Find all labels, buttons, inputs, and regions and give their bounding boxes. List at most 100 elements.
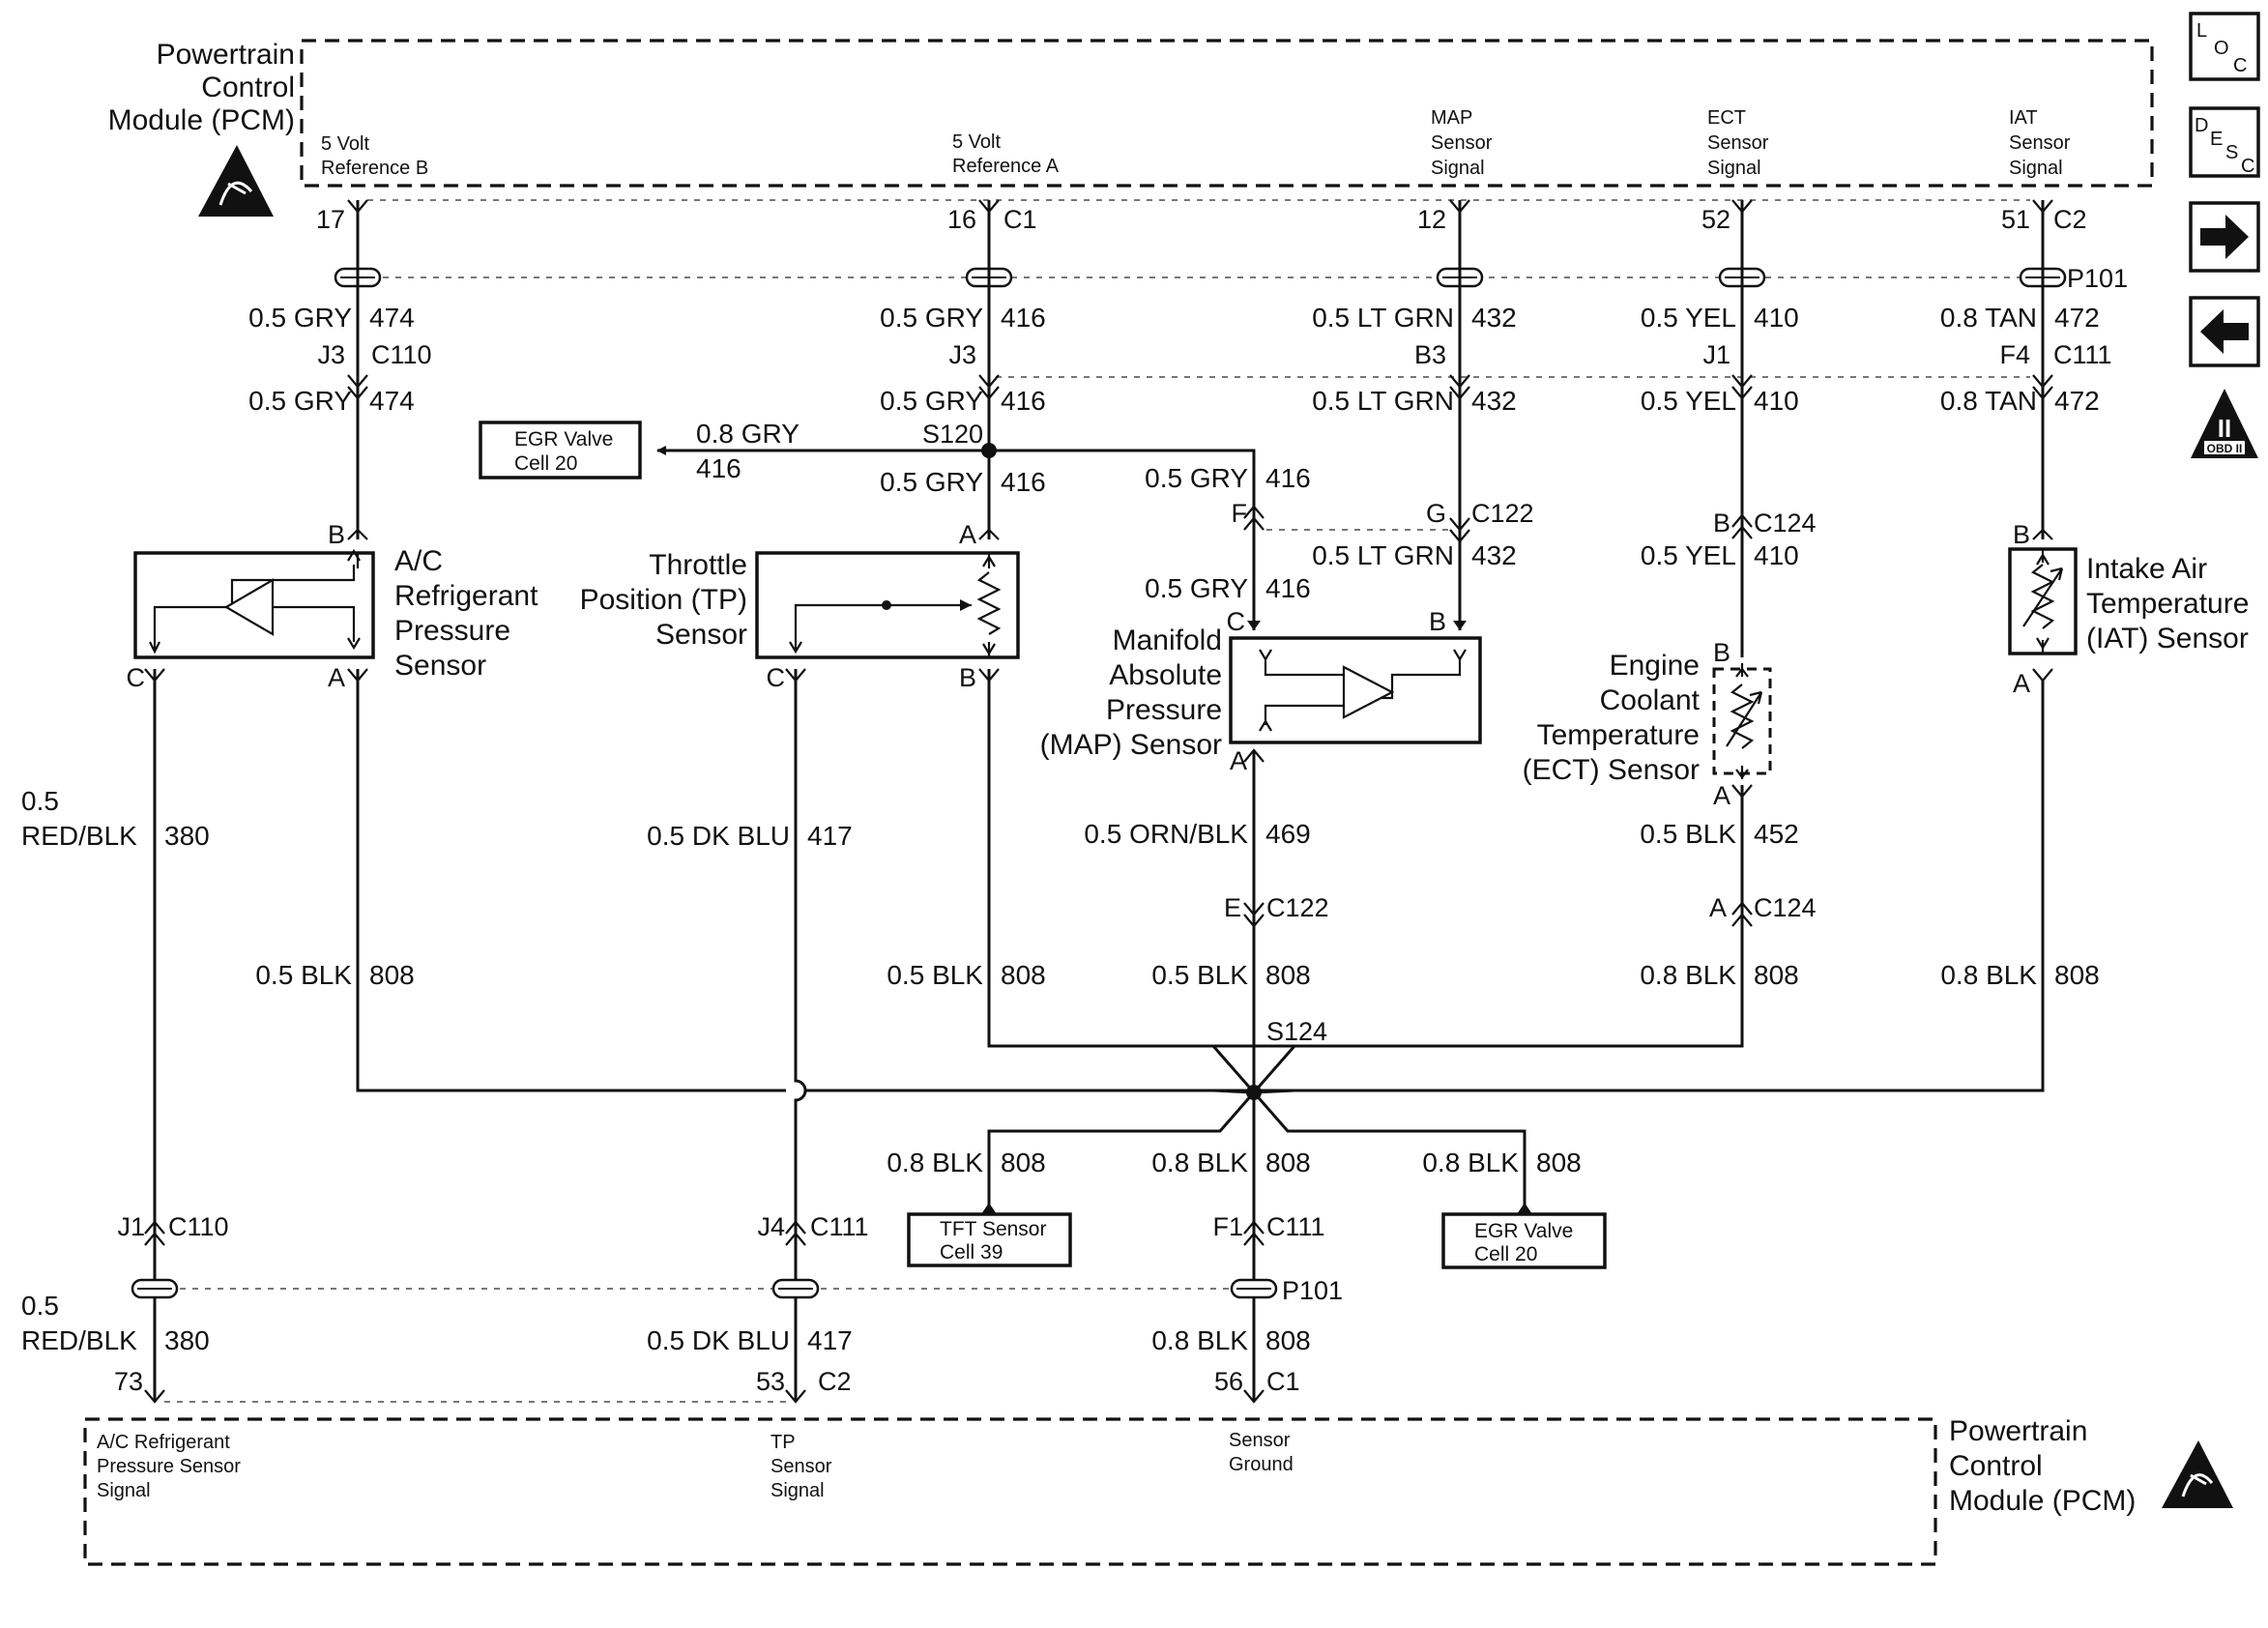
ref-egr-bottom-line2: Cell 20 (1474, 1243, 1537, 1265)
pcm-signal-iat-1: IAT (2009, 107, 2038, 129)
pcm-signal-map-1: MAP (1431, 107, 1472, 129)
c111-bottom-tp-pin: J4 (757, 1212, 785, 1241)
label-808-tft-circuit: 808 (1001, 1148, 1046, 1177)
ac-name-4: Sensor (394, 650, 486, 682)
label-380-size-2a: 0.5 (21, 1291, 59, 1321)
label-410-size-1: 0.5 YEL (1641, 303, 1736, 333)
label-416-size-2: 0.5 GRY (880, 386, 983, 416)
label-410-size-2: 0.5 YEL (1641, 386, 1736, 416)
pcm-bottom-title-2: Control (1949, 1450, 2043, 1482)
label-416-egr-size: 0.8 GRY (696, 419, 800, 449)
c111-bottom-gnd-pin: F1 (1212, 1212, 1243, 1241)
ref-egr-valve-top[interactable]: EGR Valve Cell 20 (479, 421, 642, 480)
label-380-size-2b: RED/BLK (21, 1325, 137, 1355)
c111-top-iat-pin: F4 (1999, 340, 2030, 369)
label-452-size: 0.5 BLK (1640, 819, 1736, 849)
ref-egr-valve-bottom[interactable]: EGR Valve Cell 20 (1441, 1212, 1607, 1269)
wire-808-tp (987, 669, 1254, 1048)
p101-bottom: P101 (131, 1276, 1343, 1305)
pin-17: 17 (316, 205, 345, 234)
c124-bottom-pin: A (1709, 893, 1727, 922)
ref-egr-top-box[interactable] (479, 421, 642, 480)
wire-labels-bottom: 0.5 RED/BLK 380 0.5 DK BLU 417 0.5 ORN/B… (21, 786, 2100, 1355)
desc-button[interactable]: D E S C (2189, 106, 2260, 178)
c122-bottom-name: C122 (1266, 893, 1329, 922)
label-808-iat-size: 0.8 BLK (1940, 960, 2037, 990)
loc-letter-o: O (2214, 38, 2229, 59)
label-808-iat-circuit: 808 (2054, 960, 2100, 990)
label-410-size-3: 0.5 YEL (1641, 540, 1736, 570)
c110-bottom-pin: J1 (117, 1212, 145, 1241)
pin-16: 16 (947, 205, 976, 234)
splice-s124-label: S124 (1266, 1017, 1327, 1046)
ref-egr-bottom-box[interactable] (1441, 1212, 1607, 1269)
tp-name-1: Throttle (649, 549, 747, 581)
splice-s120-dot (981, 443, 997, 458)
loc-box[interactable] (2189, 12, 2260, 81)
label-416-map-size-2: 0.5 GRY (1145, 573, 1248, 603)
pcm-signal-iat-2: Sensor (2009, 132, 2071, 154)
wire-416-map (989, 449, 1256, 630)
next-page-button[interactable] (2189, 201, 2260, 273)
label-808-ac-circuit: 808 (369, 960, 415, 990)
label-808-ect-circuit: 808 (1754, 960, 1799, 990)
label-416-egr-circuit: 416 (696, 453, 741, 483)
prev-page-button[interactable] (2189, 296, 2260, 367)
c122-top-name: C122 (1471, 499, 1534, 528)
label-417-size-2: 0.5 DK BLU (647, 1325, 790, 1355)
iat-name-3: (IAT) Sensor (2086, 623, 2249, 654)
c122-c124-bottom: E C122 A C124 (1224, 893, 1817, 928)
tp-name-2: Position (TP) (580, 584, 747, 616)
label-808-tp-circuit: 808 (1001, 960, 1046, 990)
pcm-bottom-title-3: Module (PCM) (1949, 1485, 2136, 1517)
tp-pin-c: C (767, 663, 786, 692)
c111-bottom-gnd-name: C111 (1266, 1212, 1325, 1241)
connector-c2-bottom: C2 (818, 1367, 852, 1396)
desc-letter-c: C (2241, 156, 2254, 177)
label-416-circuit-3: 416 (1001, 467, 1046, 497)
pcm-top-title-2: Control (201, 72, 295, 103)
connector-c1-bottom: C1 (1266, 1367, 1300, 1396)
pcm-top-terminals (347, 199, 2053, 214)
pcm-signal-gnd-1: Sensor (1229, 1430, 1291, 1451)
pcm-signal-5v-ref-b-2: Reference B (321, 158, 428, 179)
pcm-signal-ect-3: Signal (1707, 158, 1761, 179)
pcm-signal-5v-ref-a-1: 5 Volt (952, 131, 1001, 153)
pin-73: 73 (114, 1367, 143, 1396)
esd-warning-icon (198, 145, 274, 217)
pcm-signal-iat-3: Signal (2009, 158, 2063, 179)
loc-button[interactable]: L O C (2189, 12, 2260, 81)
label-808-tft-size: 0.8 BLK (887, 1148, 983, 1177)
label-410-circuit-2: 410 (1754, 386, 1799, 416)
map-pin-c: C (1227, 607, 1246, 636)
label-808-ac-size: 0.5 BLK (255, 960, 352, 990)
esd-warning-icon-bottom (2162, 1440, 2233, 1508)
ac-pin-c: C (127, 663, 146, 692)
iat-name-1: Intake Air (2086, 553, 2207, 585)
label-432-size-1: 0.5 LT GRN (1312, 303, 1454, 333)
label-808-ect-size: 0.8 BLK (1640, 960, 1736, 990)
map-pin-a: A (1230, 746, 1247, 775)
c110-top-pin: J3 (317, 340, 345, 369)
pin-52: 52 (1701, 205, 1730, 234)
ac-sensor-box (133, 551, 375, 659)
ref-tft-sensor[interactable]: TFT Sensor Cell 39 (907, 1212, 1072, 1267)
obd-ii-button[interactable]: II OBD II (2191, 389, 2258, 458)
pcm-signal-map-2: Sensor (1431, 132, 1493, 154)
desc-box[interactable] (2189, 106, 2260, 178)
label-808-tp-size: 0.5 BLK (887, 960, 983, 990)
label-416-map-circuit-2: 416 (1265, 573, 1311, 603)
map-pin-b: B (1429, 607, 1446, 636)
arrow-left-icon (2200, 309, 2249, 354)
ref-tft-line2: Cell 39 (940, 1241, 1003, 1264)
c124-top: B C124 (1713, 509, 1817, 539)
wires-top (356, 200, 2045, 657)
c111-top-ect-pin: J1 (1702, 340, 1730, 369)
label-432-circuit-3: 432 (1471, 540, 1517, 570)
label-410-circuit-1: 410 (1754, 303, 1799, 333)
label-380-circuit-2: 380 (164, 1325, 210, 1355)
ref-tft-box[interactable] (907, 1212, 1072, 1267)
label-808-map-circuit: 808 (1265, 960, 1311, 990)
pcm-signal-gnd-2: Ground (1229, 1454, 1294, 1475)
